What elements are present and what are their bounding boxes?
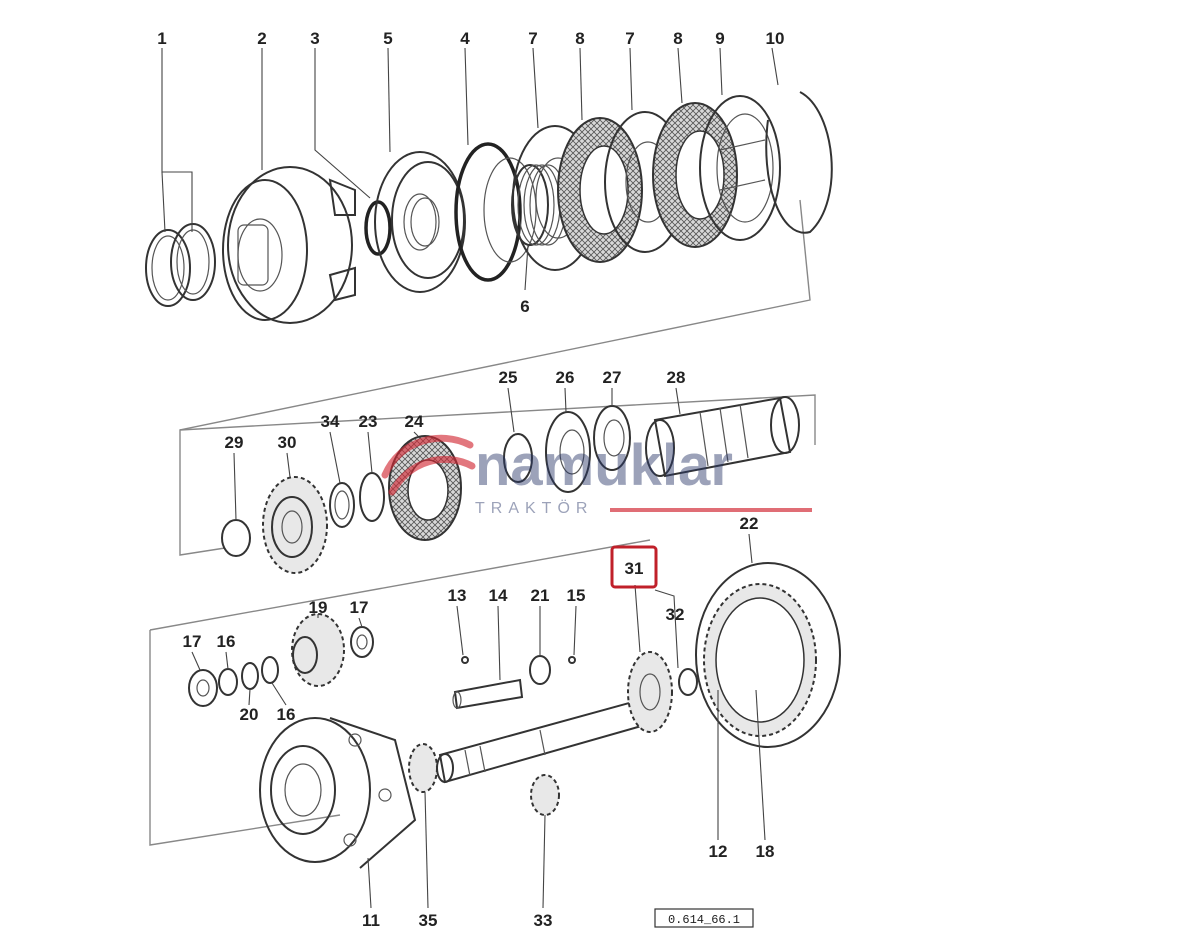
label-part-25: 25 — [499, 368, 518, 387]
label-part-26: 26 — [556, 368, 575, 387]
part-8-friction-disc-b — [652, 102, 738, 248]
label-part-7-a: 7 — [528, 29, 537, 48]
leader-lines — [161, 47, 779, 909]
label-part-31: 31 — [625, 559, 644, 578]
part-3-o-ring — [364, 200, 392, 256]
label-part-29: 29 — [225, 433, 244, 452]
label-part-23: 23 — [359, 412, 378, 431]
part-21-snap-ring — [529, 655, 551, 685]
label-part-8-a: 8 — [575, 29, 584, 48]
label-part-9: 9 — [715, 29, 724, 48]
part-11-planet-carrier — [259, 717, 417, 869]
label-part-3: 3 — [310, 29, 319, 48]
drawing-code-text: 0.614_66.1 — [668, 913, 740, 927]
label-part-1: 1 — [157, 29, 166, 48]
label-part-28: 28 — [667, 368, 686, 387]
label-part-16-b: 16 — [277, 705, 296, 724]
group-frame-middle — [149, 394, 816, 846]
part-29-circlip — [221, 519, 251, 557]
part-16-bearing-a — [218, 668, 238, 696]
part-20-needle-bearing — [241, 662, 259, 690]
part-13-pin — [461, 656, 469, 664]
label-part-14: 14 — [489, 586, 508, 605]
label-part-18: 18 — [756, 842, 775, 861]
label-part-13: 13 — [448, 586, 467, 605]
label-part-27: 27 — [603, 368, 622, 387]
part-4-seal — [454, 142, 522, 282]
part-9-pressure-plate — [699, 95, 781, 241]
label-part-19: 19 — [309, 598, 328, 617]
label-part-17-a: 17 — [183, 632, 202, 651]
part-15-pin — [568, 656, 576, 664]
label-part-22: 22 — [740, 514, 759, 533]
part-8-friction-disc-a — [557, 117, 643, 263]
label-part-12: 12 — [709, 842, 728, 861]
part-10-snap-ring — [765, 91, 833, 234]
label-part-34: 34 — [321, 412, 340, 431]
label-part-33: 33 — [534, 911, 553, 930]
part-19-planet-gear — [291, 613, 345, 687]
watermark-logo: namuklar TRAKTÖR — [381, 433, 812, 517]
part-35-splined-hub — [408, 743, 438, 793]
part-22-ring-gear — [695, 562, 841, 748]
part-16-bearing-b — [261, 656, 279, 684]
part-25-circlip — [503, 433, 533, 483]
watermark-brand: namuklar — [475, 433, 733, 498]
label-part-2: 2 — [257, 29, 266, 48]
part-1-rings — [145, 223, 216, 307]
part-32-bushing — [678, 668, 698, 696]
label-part-11: 11 — [362, 911, 380, 930]
label-part-24: 24 — [405, 412, 424, 431]
part-26-bearing — [545, 411, 591, 493]
label-part-17-b: 17 — [350, 598, 369, 617]
label-part-30: 30 — [278, 433, 297, 452]
label-part-35: 35 — [419, 911, 438, 930]
part-labels: 1 2 3 5 4 7 8 7 8 9 10 6 25 26 27 28 29 … — [157, 29, 784, 930]
drawing-code: 0.614_66.1 — [654, 908, 754, 928]
part-28-splined-shaft — [645, 396, 800, 478]
part-34-washer — [329, 482, 355, 528]
label-part-32: 32 — [666, 605, 685, 624]
label-part-16-a: 16 — [217, 632, 236, 651]
part-30-gear — [262, 476, 328, 574]
label-part-8-b: 8 — [673, 29, 682, 48]
label-part-15: 15 — [567, 586, 586, 605]
watermark-emblem-icon — [381, 434, 476, 496]
part-31-sun-gear — [627, 651, 673, 733]
part-33-needle-cage — [530, 774, 560, 816]
label-part-21: 21 — [531, 586, 550, 605]
part-main-shaft — [436, 698, 647, 784]
part-14-shaft-pin — [452, 678, 524, 710]
label-part-20: 20 — [240, 705, 259, 724]
label-part-5: 5 — [383, 29, 392, 48]
label-part-4: 4 — [460, 29, 470, 48]
label-part-7-b: 7 — [625, 29, 634, 48]
label-part-10: 10 — [766, 29, 785, 48]
watermark-sub: TRAKTÖR — [475, 499, 593, 517]
highlight-part-31: 31 — [610, 545, 658, 589]
part-2-clutch-drum — [222, 166, 356, 324]
part-5-piston — [374, 151, 466, 293]
part-17-washer-a — [188, 669, 218, 707]
part-17-washer-b — [350, 626, 374, 658]
label-part-6: 6 — [520, 297, 529, 316]
part-23-ring — [359, 472, 385, 522]
